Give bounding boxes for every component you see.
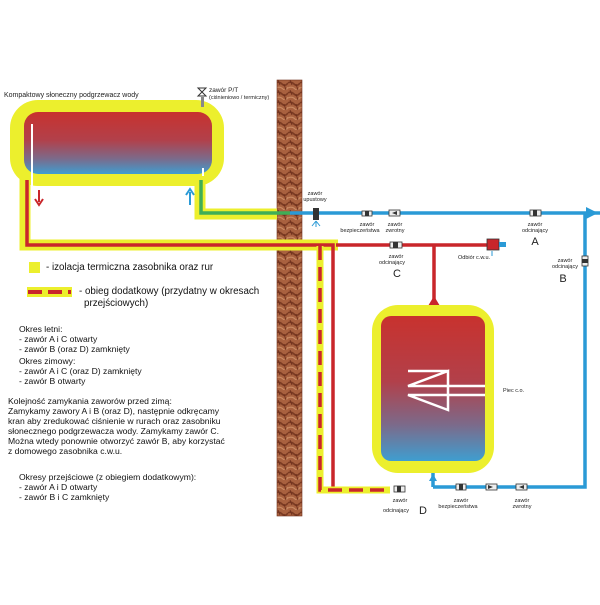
house-wall [276, 79, 303, 517]
shutoff-A-label-2: odcinający [522, 228, 548, 234]
drain-valve-label-2: upustowy [303, 197, 326, 203]
check-bottom-label-1: zawór [515, 498, 530, 504]
notes-winter-line-2: - zawór B otwarty [19, 376, 86, 386]
closing-order-line-1: Zamykamy zawory A i B (oraz D), następni… [8, 406, 220, 416]
valve-check-bottom-2[interactable] [515, 483, 528, 491]
pt-valve-stem [201, 97, 204, 107]
cold-pipe-right-down [433, 213, 587, 489]
shutoff-D-label-1: zawór [393, 498, 408, 504]
collector-tank [24, 112, 212, 174]
check-bottom-label-2: zwrotny [513, 504, 532, 510]
transitional-line-1: - zawór A i D otwarty [19, 482, 98, 492]
legend-insulation-label: - izolacja termiczna zasobnika oraz rur [46, 262, 214, 273]
title-label: Kompaktowy słoneczny podgrzewacz wody [4, 92, 139, 99]
valve-A[interactable] [529, 209, 542, 217]
closing-order-line-3: słonecznego podgrzewacza wody. Zamykamy … [8, 426, 219, 436]
notes-winter-line-1: - zawór A i C (oraz D) zamknięty [19, 366, 142, 376]
valve-check-top[interactable] [388, 209, 401, 217]
arrow-tank-in-up [429, 474, 437, 481]
home-tank [381, 316, 485, 461]
drain-valve-label-1: zawór [308, 191, 323, 197]
closing-order-line-4: Można wtedy ponownie otworzyć zawór B, a… [8, 436, 225, 446]
arrow-tank-up [428, 296, 440, 306]
pt-valve-icon [196, 87, 208, 97]
legend-extra-circuit-line-1: - obieg dodatkowy (przydatny w okresach [79, 286, 260, 297]
shutoff-C-label-2: odcinający [379, 260, 405, 266]
shutoff-C-label-1: zawór [389, 254, 404, 260]
shutoff-D-label-2: odcinający [383, 508, 409, 514]
legend-extra-circuit-line-2: przejściowych) [84, 298, 149, 309]
valve-B[interactable] [581, 255, 589, 267]
check-top-label-1: zawór [388, 222, 403, 228]
notes-summer-line-1: - zawór A i C otwarty [19, 334, 98, 344]
pt-valve-sub-label: (ciśnieniowo / termiczny) [209, 95, 269, 101]
shutoff-B-label-2: odcinający [552, 264, 578, 270]
valve-C[interactable] [389, 241, 403, 249]
drain-valve[interactable] [311, 208, 321, 227]
notes-winter-heading: Okres zimowy: [19, 356, 76, 366]
pt-valve-label: zawór P/T [209, 87, 238, 94]
extra-circuit-dashes [318, 246, 390, 492]
shutoff-A-label-1: zawór [528, 222, 543, 228]
arrow-down-red-head [34, 198, 44, 207]
letter-A: A [531, 236, 539, 248]
hot-water-outlet-tap[interactable] [486, 238, 506, 256]
check-top-label-2: zwrotny [386, 228, 405, 234]
boiler-label: Piec c.o. [503, 388, 525, 394]
notes-summer-line-2: - zawór B (oraz D) zamknięty [19, 344, 130, 354]
valve-safety-bottom[interactable] [455, 483, 467, 491]
notes-summer-heading: Okres letni: [19, 324, 63, 334]
closing-order-line-0: Kolejność zamykania zaworów przed zimą: [8, 396, 172, 406]
valve-safety-top[interactable] [361, 210, 373, 217]
transitional-heading: Okresy przejściowe (z obiegiem dodatkowy… [19, 472, 197, 482]
valve-check-bottom[interactable] [485, 483, 498, 491]
boiler-coil [407, 369, 485, 412]
letter-D: D [419, 505, 427, 517]
green-pipe [199, 180, 290, 215]
letter-C: C [393, 268, 401, 280]
safety-top-label-1: zawór [360, 222, 375, 228]
closing-order-line-2: kran aby zredukować ciśnienie w rurach o… [8, 416, 221, 426]
legend-insulation-swatch [29, 262, 40, 273]
safety-bottom-label-1: zawór [454, 498, 469, 504]
safety-top-label-2: bezpieczeństwa [340, 228, 380, 234]
arrow-inlet-head [586, 207, 598, 219]
hot-water-outlet-label: Odbiór c.w.u. [458, 255, 491, 261]
closing-order-line-5: z domowego zasobnika c.w.u. [8, 446, 123, 456]
transitional-line-2: - zawór B i C zamknięty [19, 492, 110, 502]
letter-B: B [559, 273, 566, 285]
arrow-up-blue-head [185, 187, 195, 196]
safety-bottom-label-2: bezpieczeństwa [438, 504, 478, 510]
shutoff-B-label-1: zawór [558, 258, 573, 264]
valve-D[interactable] [393, 485, 406, 493]
